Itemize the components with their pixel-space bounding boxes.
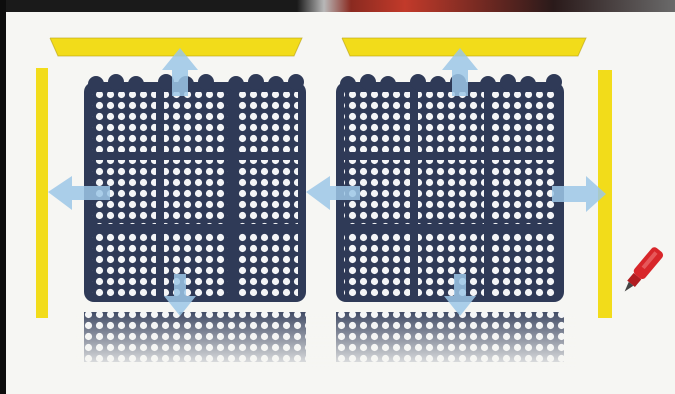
right-mat xyxy=(336,74,564,302)
top-background-strip xyxy=(0,0,675,12)
photo xyxy=(6,12,675,394)
left-mat xyxy=(84,74,306,302)
mat-illustration xyxy=(6,12,675,394)
mat-reflection xyxy=(76,312,576,372)
red-marker-pen xyxy=(619,246,664,296)
